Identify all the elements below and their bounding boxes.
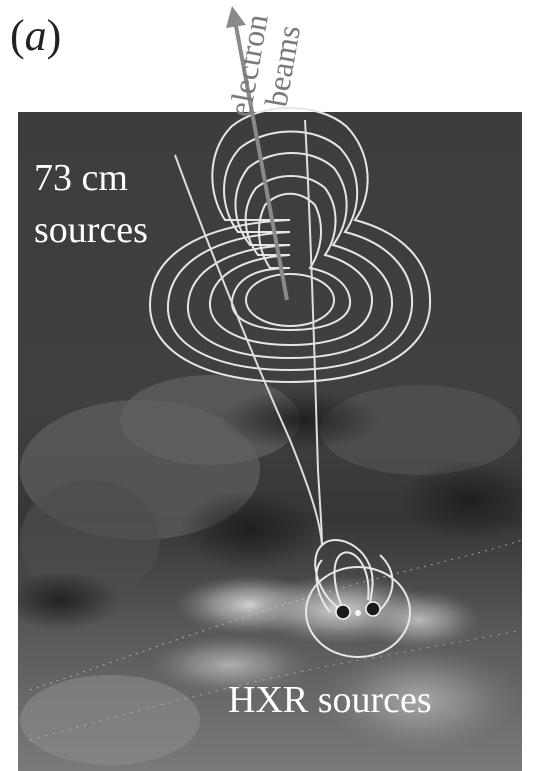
hxr-footpoint-right — [366, 602, 380, 616]
hxr-footpoint-left — [336, 605, 350, 619]
hxr-sources-label: HXR sources — [228, 679, 432, 721]
radio-sources-label-line1: 73 cm — [34, 157, 128, 199]
radio-sources-label-line2: sources — [34, 209, 148, 251]
